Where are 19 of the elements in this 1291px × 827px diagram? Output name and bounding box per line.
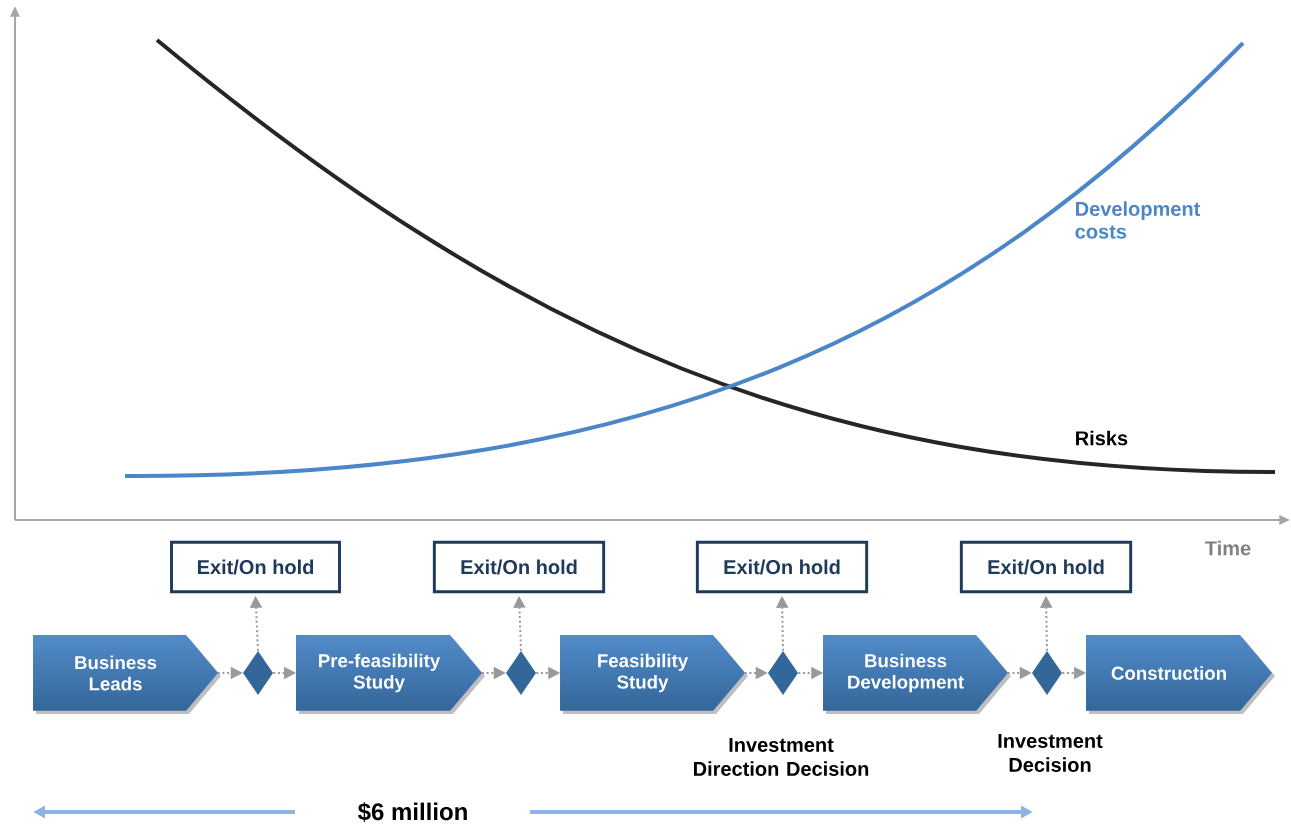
decision-diamond bbox=[506, 651, 536, 695]
exit-box: Exit/On hold bbox=[695, 540, 869, 594]
decision-diamond bbox=[243, 651, 273, 695]
process-step: Business Development bbox=[823, 635, 1011, 714]
axis-label: Time bbox=[1205, 540, 1251, 556]
amount-label: $6 million bbox=[358, 802, 467, 822]
exit-box: Exit/On hold bbox=[959, 540, 1133, 594]
decision-label: Investment Direction Decision bbox=[694, 738, 869, 776]
curve-label: Risks bbox=[1076, 430, 1128, 446]
process-step: Construction bbox=[1086, 635, 1275, 714]
process-step: Business Leads bbox=[33, 635, 221, 714]
decision-diamond bbox=[768, 651, 798, 695]
exit-box: Exit/On hold bbox=[170, 540, 341, 594]
process-step: Feasibility Study bbox=[560, 635, 748, 714]
decision-label: Investment Decision bbox=[998, 734, 1103, 772]
decision-diamond bbox=[1032, 651, 1062, 695]
exit-box: Exit/On hold bbox=[432, 540, 606, 594]
process-step: Pre-feasibility Study bbox=[296, 635, 485, 714]
curve-label: Development costs bbox=[1075, 201, 1201, 239]
